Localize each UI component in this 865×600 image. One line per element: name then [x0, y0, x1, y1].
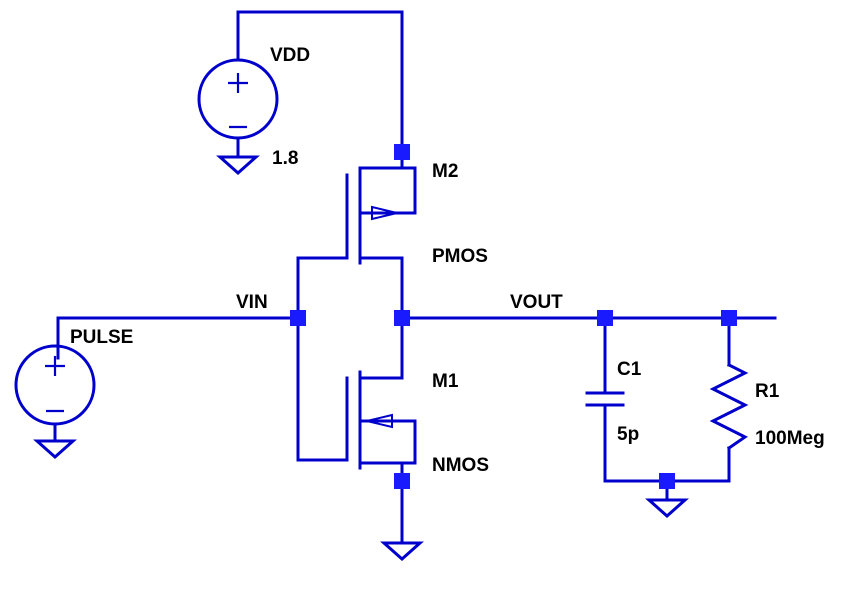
pulse-source-name: PULSE	[70, 327, 133, 348]
wire-vdd-top	[236, 10, 404, 154]
wire-nmos-drain	[358, 316, 404, 380]
c1-value: 5p	[617, 424, 639, 445]
ground-icon	[33, 439, 77, 460]
wire-pmos-drain	[358, 256, 404, 320]
junction-node	[659, 473, 675, 489]
m2-model: PMOS	[432, 246, 488, 267]
ground-icon	[216, 155, 260, 176]
pulse-plus-icon	[45, 356, 65, 376]
m1-model: NMOS	[432, 455, 489, 476]
vdd-source-name: VDD	[270, 45, 310, 66]
wire-pmos-body	[358, 166, 417, 215]
vdd-plus-icon	[228, 73, 248, 93]
junction-node	[597, 310, 613, 326]
nmos-body-arrow-icon	[366, 413, 393, 429]
pmos-body-arrow-icon	[371, 205, 398, 221]
resistor-zigzag	[709, 362, 749, 451]
c1-name: C1	[617, 359, 642, 380]
m2-name: M2	[432, 161, 458, 182]
junction-node	[290, 310, 306, 326]
ground-icon	[380, 541, 424, 562]
ground-icon	[645, 498, 689, 519]
wire-gate-tie	[296, 256, 349, 462]
vin-net-label: VIN	[236, 292, 268, 313]
vdd-source-value: 1.8	[272, 148, 298, 169]
wire-nmos-body	[358, 419, 417, 465]
junction-node	[721, 310, 737, 326]
junction-node	[394, 310, 410, 326]
r1-value: 100Meg	[755, 428, 825, 449]
wire-nmos-source	[358, 461, 404, 545]
m1-name: M1	[432, 371, 459, 392]
r1-name: R1	[755, 381, 780, 402]
junction-node	[394, 473, 410, 489]
junction-node	[394, 144, 410, 160]
vout-net-label: VOUT	[510, 292, 563, 313]
